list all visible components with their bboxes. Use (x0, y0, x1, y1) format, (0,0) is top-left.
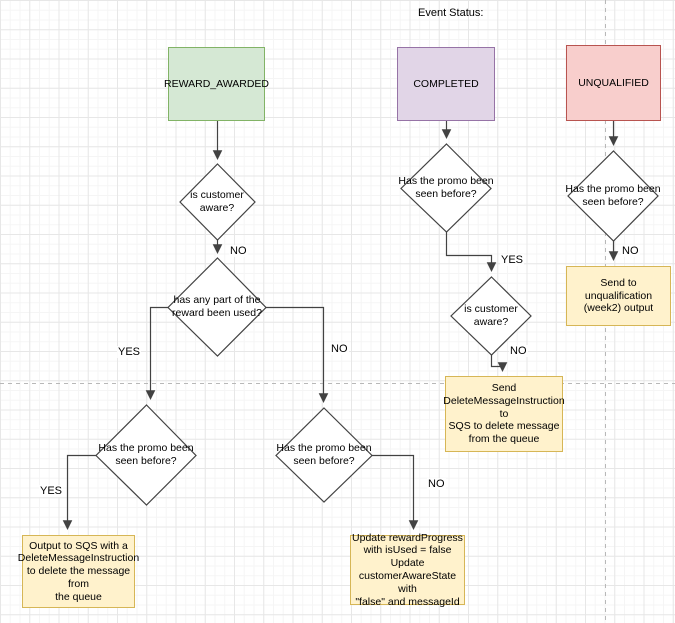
output-box-sqs-delete: Output to SQS with a DeleteMessageInstru… (18, 535, 139, 608)
decision-label-d7: Has the promo been seen before? (565, 183, 661, 208)
edge-label-d4-no: NO (427, 478, 446, 490)
decision-d4-promo-seen (275, 407, 373, 503)
edge-d2-no-to-d4 (266, 306, 329, 403)
edge-label-d6-no: NO (509, 345, 528, 357)
edge-d5-yes-to-d6 (445, 232, 497, 272)
edge-d6-no-to-out3 (490, 355, 508, 372)
edge-label-d1-no: NO (229, 245, 248, 257)
edge-label-d3-yes: YES (39, 485, 64, 497)
output-box-send-delete-instruction: Send DeleteMessageInstruction to SQS to … (443, 376, 565, 452)
output-box-update-reward-progress: Update rewardProgress with isUsed = fals… (350, 532, 465, 608)
edge-d4-no-to-out2 (372, 454, 419, 530)
edge-label-d7-no: NO (621, 245, 640, 257)
decision-d3-promo-seen (95, 404, 197, 506)
decision-label-d5: Has the promo been seen before? (398, 175, 494, 200)
decision-label-d6: is customer aware? (464, 303, 518, 328)
decision-label-d3: Has the promo been seen before? (98, 442, 194, 467)
diagram-title: Event Status: (418, 7, 484, 19)
decision-d6-is-customer-aware (450, 276, 532, 356)
decision-label-d1: is customer aware? (190, 189, 244, 214)
edge-label-d5-yes: YES (500, 254, 525, 266)
decision-d1-is-customer-aware (179, 163, 256, 241)
decision-d2-reward-used (167, 257, 267, 357)
decision-d7-promo-seen (567, 150, 659, 242)
decision-label-d4: Has the promo been seen before? (276, 442, 372, 467)
edge-d2-yes-to-d3 (145, 306, 168, 400)
edge-d3-yes-to-out1 (62, 454, 96, 530)
output-box-unqualification: Send to unqualification (week2) output (566, 266, 671, 326)
decision-d5-promo-seen (400, 143, 492, 233)
decision-label-d2: has any part of the reward been used? (172, 294, 262, 319)
status-node-reward-awarded: REWARD_AWARDED (164, 47, 269, 121)
edge-label-d2-yes: YES (117, 346, 142, 358)
status-node-completed: COMPLETED (397, 47, 495, 121)
status-node-unqualified: UNQUALIFIED (566, 45, 661, 121)
edge-label-d2-no: NO (330, 343, 349, 355)
